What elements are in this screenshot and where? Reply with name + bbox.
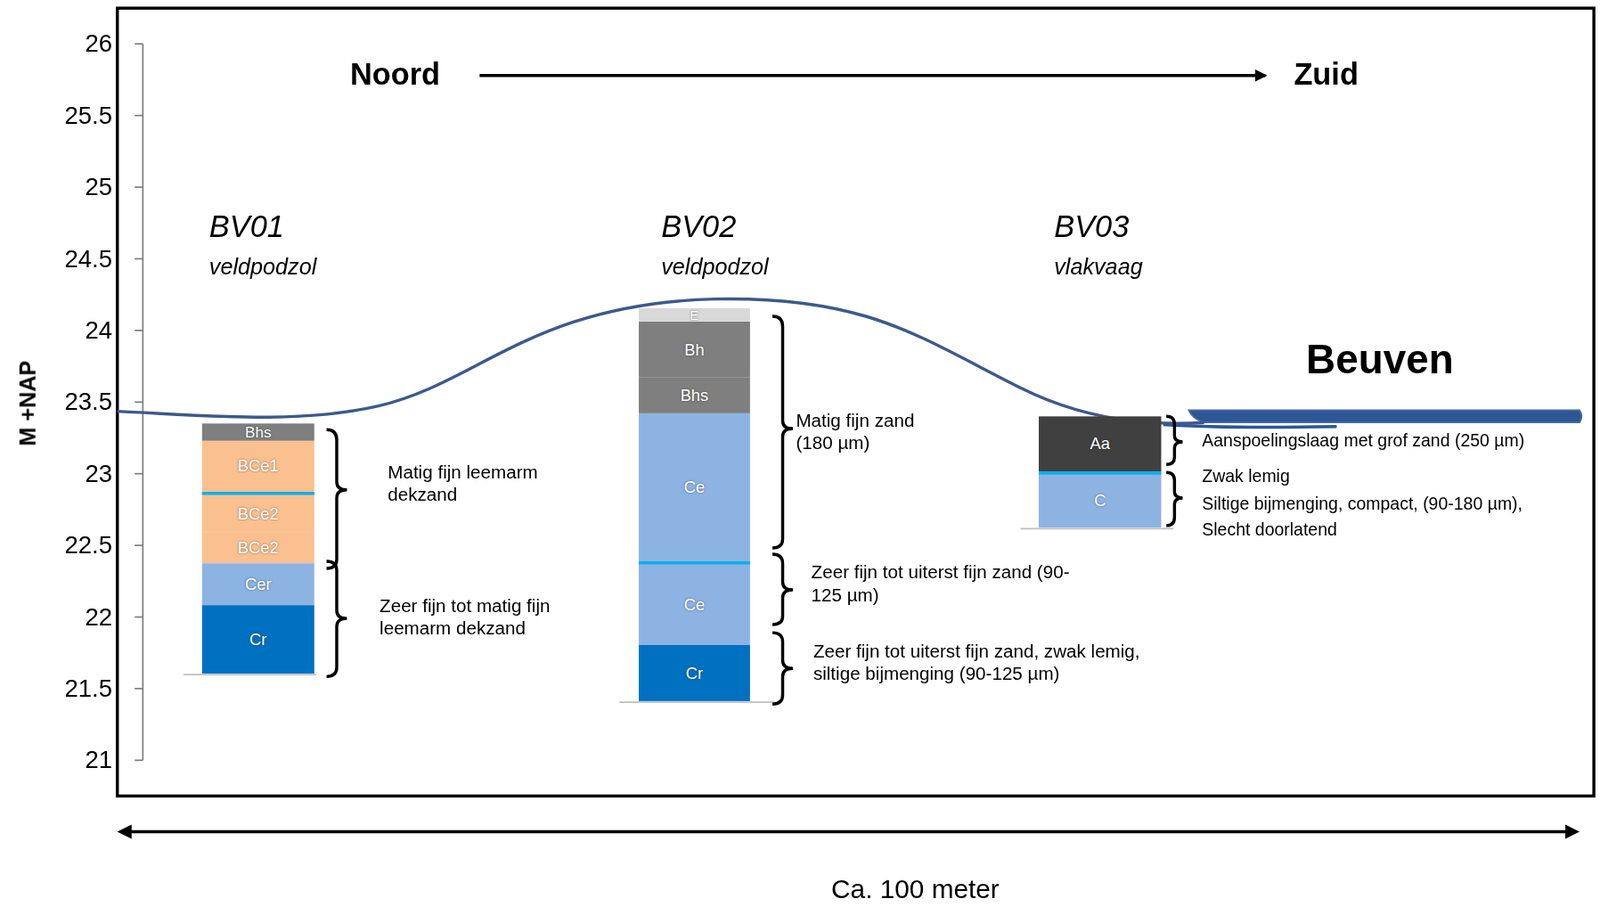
horizon-code: BCe2 bbox=[237, 506, 279, 523]
horizon-code: E bbox=[689, 308, 699, 322]
axis-tick-label: 22 bbox=[50, 602, 113, 632]
horizon-band: Cr bbox=[202, 604, 315, 674]
soil-type: veldpodzol bbox=[209, 253, 317, 281]
layer-description: Slecht doorlatend bbox=[1201, 520, 1338, 541]
horizon-band: BCe1 bbox=[202, 440, 315, 492]
axis-tick-label: 26 bbox=[50, 29, 113, 59]
horizon-band: Cr bbox=[638, 644, 751, 702]
layer-description: Zeer fijn tot uiterst fijn zand (90-125 … bbox=[811, 562, 1093, 606]
horizon-band: Bhs bbox=[202, 423, 315, 441]
horizon-band: Aa bbox=[1038, 416, 1161, 472]
horizon-code: C bbox=[1093, 492, 1106, 509]
horizon-code: Ce bbox=[684, 595, 705, 613]
axis-tick-label: 23.5 bbox=[50, 387, 113, 417]
horizon-code: Cr bbox=[249, 630, 267, 647]
horizon-code: Aa bbox=[1090, 435, 1111, 452]
horizon-band: Bh bbox=[638, 321, 751, 378]
horizon-code: Bhs bbox=[680, 387, 710, 404]
axis-tick-label: 21.5 bbox=[50, 674, 113, 704]
horizon-band: Ce bbox=[638, 561, 751, 645]
axis-tick-label: 23 bbox=[50, 459, 113, 490]
direction-label: Noord bbox=[350, 56, 441, 93]
layer-description: Zeer fijn tot matig fijn leemarm dekzand bbox=[379, 595, 599, 640]
horizon-band: E bbox=[638, 308, 751, 322]
horizon-band: C bbox=[1038, 471, 1161, 528]
layer-description: Zwak lemig bbox=[1201, 465, 1290, 487]
layer-description: Matig fijn zand (180 µm) bbox=[795, 409, 949, 454]
horizon-band: Cer bbox=[202, 563, 315, 605]
horizon-code: Cer bbox=[244, 576, 272, 593]
layer-description: Aanspoelingslaag met grof zand (250 µm) bbox=[1201, 430, 1525, 451]
axis-tick-label: 25.5 bbox=[50, 101, 113, 131]
horizon-code: Bh bbox=[684, 341, 704, 358]
stream-name: Beuven bbox=[1306, 334, 1454, 384]
axis-title: M +NAP bbox=[15, 359, 42, 446]
axis-tick-label: 21 bbox=[50, 745, 113, 776]
horizon-band: BCe2 bbox=[202, 491, 315, 533]
layer-description: Zeer fijn tot uiterst fijn zand, zwak le… bbox=[813, 640, 1145, 685]
axis-tick-label: 24.5 bbox=[50, 244, 113, 274]
layer-description: Siltige bijmenging, compact, (90-180 µm)… bbox=[1201, 493, 1523, 515]
horizon-code: Ce bbox=[684, 479, 705, 496]
profile-id: BV02 bbox=[661, 208, 736, 245]
soil-type: vlakvaag bbox=[1053, 253, 1143, 281]
horizon-code: Cr bbox=[685, 664, 703, 681]
horizon-band: BCe2 bbox=[202, 532, 315, 564]
horizon-code: BCe1 bbox=[237, 457, 279, 474]
axis-tick-label: 22.5 bbox=[50, 530, 113, 561]
horizon-code: BCe2 bbox=[237, 539, 279, 556]
direction-label: Zuid bbox=[1293, 56, 1359, 93]
horizon-band: Bhs bbox=[638, 377, 751, 414]
axis-tick-label: 24 bbox=[50, 316, 113, 346]
axis-tick-label: 25 bbox=[50, 172, 113, 203]
horizon-code: Bhs bbox=[244, 424, 272, 440]
layer-description: Matig fijn leemarm dekzand bbox=[387, 462, 592, 507]
scale-label: Ca. 100 meter bbox=[831, 873, 1000, 906]
profile-id: BV03 bbox=[1053, 208, 1129, 245]
profile-id: BV01 bbox=[209, 208, 285, 245]
soil-type: veldpodzol bbox=[661, 253, 768, 281]
horizon-band: Ce bbox=[638, 413, 751, 562]
